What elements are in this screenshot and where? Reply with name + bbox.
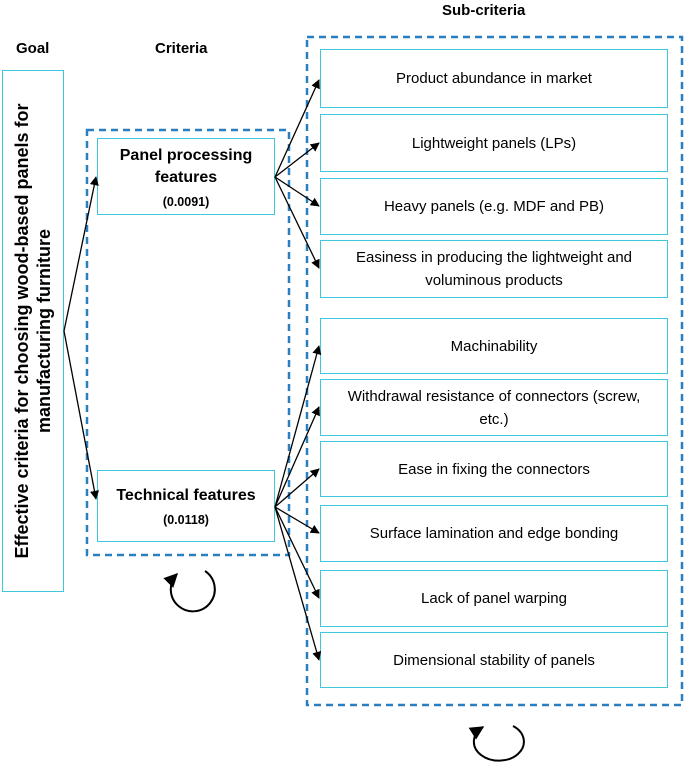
sub-criterion-box: Machinability [320,318,668,374]
sub-criterion-box: Withdrawal resistance of connectors (scr… [320,379,668,436]
sub-criteria-loop-arrow-icon [468,725,525,762]
goal-header: Goal [16,40,50,57]
sub-criteria-header: Sub-criteria [442,2,526,19]
sub-criteria-group-dashed-box [305,35,684,707]
criterion-technical: Technical features (0.0118) [97,470,275,542]
sub-criterion-label: Machinability [450,337,538,355]
sub-criterion-box: Heavy panels (e.g. MDF and PB) [320,178,668,235]
sub-criterion-label: Dimensional stability of panels [393,651,595,669]
criteria-header: Criteria [155,40,208,57]
sub-criterion-label: Product abundance in market [396,70,592,87]
sub-criterion-label: Lack of panel warping [421,590,567,607]
criterion-weight: (0.0091) [162,194,210,209]
sub-criterion-label: Heavy panels (e.g. MDF and PB) [383,198,605,215]
sub-criterion-box: Easiness in producing the lightweight an… [320,240,668,298]
technical-to-sub-arrows [274,345,322,661]
sub-criterion-label: Surface lamination and edge bonding [369,525,619,542]
panel-processing-to-sub-arrows [274,79,320,269]
criterion-weight: (0.0118) [163,513,209,527]
criterion-name: Panel processing features [119,146,253,186]
sub-criterion-box: Surface lamination and edge bonding [320,505,668,562]
criteria-group-dashed-box [85,128,291,557]
sub-criterion-box: Dimensional stability of panels [320,632,668,688]
sub-criterion-label: Withdrawal resistance of connectors (scr… [347,387,641,428]
criterion-name: Technical features [116,487,256,504]
sub-criterion-label: Easiness in producing the lightweight an… [355,249,632,289]
sub-criterion-box: Product abundance in market [320,49,668,108]
sub-criterion-box: Lightweight panels (LPs) [320,114,668,172]
goal-to-criteria-arrows [63,176,99,500]
criteria-loop-arrow-icon [163,570,216,613]
sub-criterion-box: Ease in fixing the connectors [320,441,668,497]
sub-criterion-label: Ease in fixing the connectors [398,460,590,478]
sub-criterion-box: Lack of panel warping [320,570,668,627]
goal-box: Effective criteria for choosing wood-bas… [2,70,64,592]
sub-criterion-label: Lightweight panels (LPs) [411,134,577,152]
